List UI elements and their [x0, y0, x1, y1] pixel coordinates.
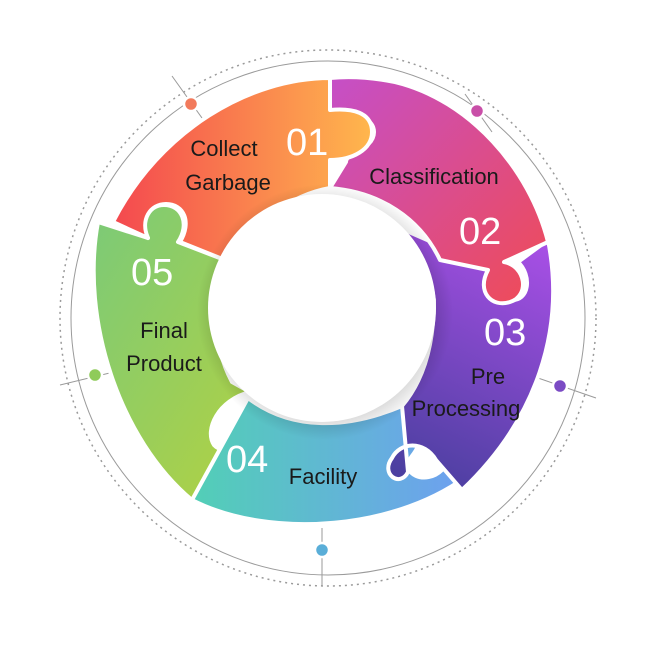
segment-05-number: 05 [131, 252, 173, 294]
marker-dot-2 [468, 102, 486, 120]
marker-dot-1 [182, 95, 200, 113]
marker-dot-3 [551, 377, 569, 395]
puzzle-ring [91, 75, 556, 527]
segment-01-number: 01 [286, 122, 328, 164]
segment-03-number: 03 [484, 312, 526, 354]
segment-02-number: 02 [459, 211, 501, 253]
segment-04-label: Facility [289, 464, 357, 489]
segment-04-number: 04 [226, 439, 268, 481]
center-hole [208, 194, 436, 422]
segment-05-piece [91, 203, 280, 502]
ring-markers [59, 75, 597, 586]
segment-05-label-line-1: Final [140, 318, 188, 343]
segment-03-label-line-2: Processing [412, 396, 521, 421]
segment-01-label-line-1: Collect [190, 136, 257, 161]
outer-solid-ring [70, 60, 586, 576]
segment-05-label-line-2: Product [126, 351, 202, 376]
marker-dot-4 [313, 541, 331, 559]
segment-02-label: Classification [369, 164, 499, 189]
segment-03-label-line-1: Pre [471, 364, 505, 389]
segment-01-piece [111, 76, 374, 264]
outer-dotted-ring [59, 49, 597, 587]
marker-dot-5 [86, 366, 104, 384]
segment-01-label-line-2: Garbage [185, 170, 271, 195]
